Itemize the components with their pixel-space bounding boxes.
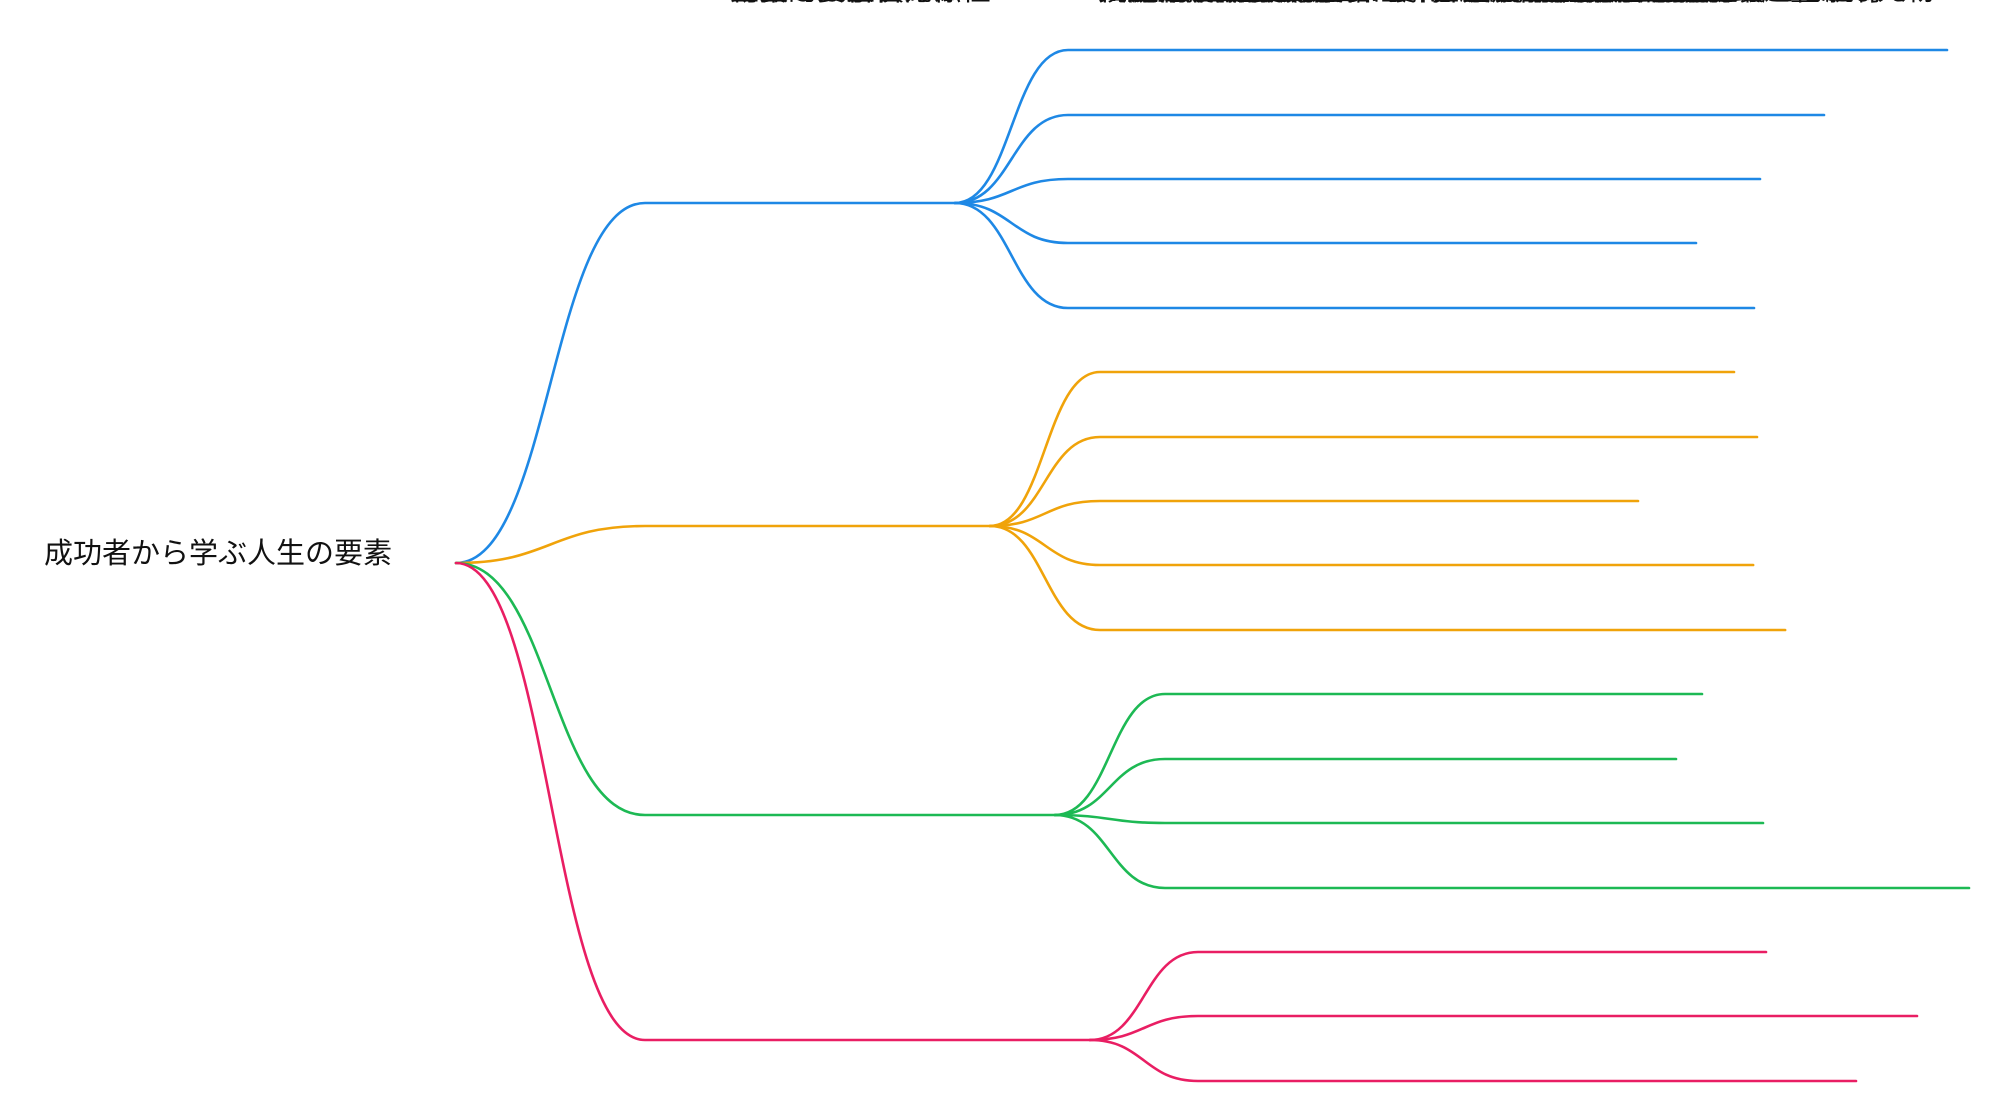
subtopic-0-3[interactable]: 視野の拡大 [1098,0,1243,7]
subtopic-edge-1-2 [988,499,1640,528]
subtopic-1-0[interactable]: 明確な目標設定 [1130,0,1333,7]
subtopic-edge-3-2 [1088,1038,1858,1083]
subtopic-edge-0-4 [953,201,1756,310]
subtopic-edge-0-3 [953,201,1698,245]
leaf-0-0[interactable]: 成長のヒントを得る [1652,0,1913,7]
subtopic-edge-1-1 [988,435,1759,528]
subtopic-1-4[interactable]: 反省と改善 [1130,0,1275,7]
leaf-1-2[interactable]: 継続的な学習 [1430,0,1604,7]
subtopic-edge-1-3 [988,524,1755,567]
leaf-3-0[interactable]: ストレス軽減 [1558,0,1732,7]
leaf-0-4[interactable]: 自己改善の機会を得る [1430,0,1720,7]
leaf-0-2[interactable]: 貴重な参考になる [1494,0,1726,7]
subtopic-edge-2-3 [1053,813,1971,890]
subtopic-3-0[interactable]: 経済的余裕 [1228,0,1373,7]
branch-topic-3[interactable]: お金と人生の関係性 [730,0,991,7]
branch-topic-0[interactable]: 重要な要素 [730,0,875,7]
subtopic-0-1[interactable]: モチベーション向上 [1098,0,1358,7]
branch-edge-3 [454,561,1092,1042]
branch-edge-1 [454,524,992,565]
subtopic-edge-3-0 [1088,950,1768,1042]
root-topic[interactable]: 成功者から学ぶ人生の要素 [44,536,392,570]
branch-topic-1[interactable]: 特徴的な習慣 [730,0,904,7]
branch-topic-2[interactable]: 効果的な学習方法 [730,0,962,7]
subtopic-0-2[interactable]: 失敗からの学び [1098,0,1301,7]
subtopic-edge-2-2 [1053,813,1765,825]
leaf-2-3[interactable]: 経済的・人間的に豊かな人物 [1558,0,1935,7]
leaf-3-2[interactable]: 人生全体の最適化 [1590,0,1822,7]
subtopic-edge-0-1 [953,113,1826,205]
mindmap-labels: 成功者から学ぶ人生の要素 重要な要素 インスピレーションの獲得 成長のヒントを得る モチ… [44,0,1935,570]
subtopic-3-1[interactable]: 社会制度の理解 [1228,0,1431,7]
leaf-2-0[interactable]: 現場への応用 [1494,0,1668,7]
subtopic-2-2[interactable]: 多様な媒体 [1195,0,1340,7]
subtopic-0-0[interactable]: インスピレーションの獲得 [1098,0,1445,7]
subtopic-edge-2-1 [1053,757,1678,817]
leaf-3-1[interactable]: 搾取構造からの脱却 [1622,0,1883,7]
subtopic-edge-0-0 [953,48,1949,205]
subtopic-2-0[interactable]: 知識獲得 [1195,0,1311,7]
leaf-0-1[interactable]: 自身の意欲を喚起 [1558,0,1790,7]
subtopic-1-1[interactable]: 新しい挑戦 [1130,0,1275,7]
subtopic-edge-2-0 [1053,692,1704,817]
subtopic-edge-1-0 [988,370,1736,528]
leaf-1-0[interactable]: 優先順位付け [1526,0,1700,7]
subtopic-0-4[interactable]: 人間的成長 [1098,0,1243,7]
subtopic-1-2[interactable]: 時間管理 [1130,0,1246,7]
subtopic-edge-0-2 [953,177,1762,205]
subtopic-3-2[interactable]: 最終的な目的 [1228,0,1402,7]
branch-edge-2 [454,561,1057,817]
leaf-2-1[interactable]: 独自進化 [1526,0,1642,7]
subtopic-2-3[interactable]: メンター選び [1195,0,1369,7]
subtopic-2-1[interactable]: 習慣の模倣 [1195,0,1340,7]
leaf-0-3[interactable]: 思考の幅を広げる [1430,0,1662,7]
subtopic-edge-3-1 [1088,1014,1919,1042]
branch-edge-0 [454,201,957,565]
leaf-1-3[interactable]: ネットワーキング重視 [1430,0,1719,7]
leaf-1-1[interactable]: 失敗を恐れない姿勢 [1462,0,1723,7]
subtopic-edge-1-4 [988,524,1787,632]
leaf-1-4[interactable]: 成長を支えるプロセス [1462,0,1751,7]
leaf-2-2[interactable]: 学ぶ視点を持つ [1526,0,1729,7]
mindmap-edges [454,48,1971,1083]
subtopic-1-3[interactable]: 健康管理 [1130,0,1246,7]
